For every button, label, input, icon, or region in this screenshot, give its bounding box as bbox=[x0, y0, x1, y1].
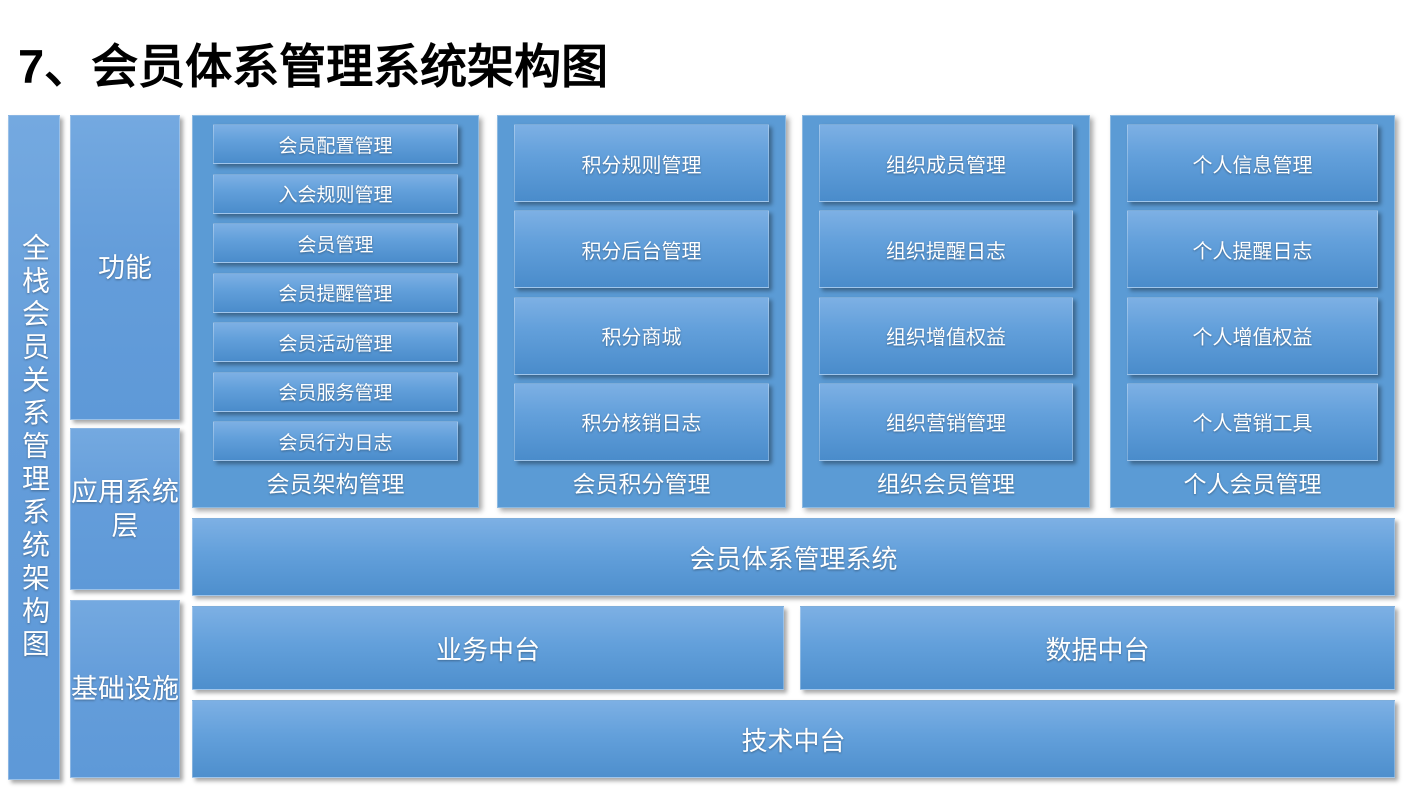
layer-label-infrastructure: 基础设施 bbox=[70, 600, 180, 778]
group-item-list: 组织成员管理 组织提醒日志 组织增值权益 组织营销管理 bbox=[803, 124, 1089, 461]
group-item[interactable]: 个人营销工具 bbox=[1127, 382, 1378, 461]
page-title: 7、会员体系管理系统架构图 bbox=[18, 40, 609, 94]
layer-label-function: 功能 bbox=[70, 115, 180, 420]
group-item[interactable]: 会员提醒管理 bbox=[213, 272, 458, 313]
group-item[interactable]: 积分商城 bbox=[514, 296, 769, 375]
group-item[interactable]: 入会规则管理 bbox=[213, 173, 458, 214]
group-panel-title: 会员架构管理 bbox=[266, 471, 405, 497]
group-item[interactable]: 积分后台管理 bbox=[514, 210, 769, 289]
group-panel-title: 个人会员管理 bbox=[1183, 471, 1322, 497]
group-panel-title: 会员积分管理 bbox=[572, 471, 711, 497]
group-item[interactable]: 组织提醒日志 bbox=[819, 210, 1073, 289]
group-item[interactable]: 会员行为日志 bbox=[213, 421, 458, 461]
group-panel-individual-member: 个人信息管理 个人提醒日志 个人增值权益 个人营销工具 个人会员管理 bbox=[1110, 115, 1395, 508]
architecture-diagram: 全栈会员关系管理系统架构图 功能 应用系统层 基础设施 会员配置管理 入会规则管… bbox=[0, 100, 1411, 789]
group-item[interactable]: 会员配置管理 bbox=[213, 124, 458, 164]
group-item[interactable]: 积分规则管理 bbox=[514, 124, 769, 202]
group-item[interactable]: 个人增值权益 bbox=[1127, 296, 1378, 375]
group-item[interactable]: 个人提醒日志 bbox=[1127, 210, 1378, 289]
group-item-list: 积分规则管理 积分后台管理 积分商城 积分核销日志 bbox=[498, 124, 785, 461]
group-item[interactable]: 会员管理 bbox=[213, 223, 458, 263]
platform-bar-member-system[interactable]: 会员体系管理系统 bbox=[192, 518, 1395, 596]
platform-bar-data-middle-platform[interactable]: 数据中台 bbox=[800, 606, 1395, 690]
group-item[interactable]: 组织增值权益 bbox=[819, 296, 1073, 375]
platform-bar-business-middle-platform[interactable]: 业务中台 bbox=[192, 606, 784, 690]
layer-label-application-system: 应用系统层 bbox=[70, 428, 180, 590]
group-item[interactable]: 个人信息管理 bbox=[1127, 124, 1378, 202]
group-item[interactable]: 组织成员管理 bbox=[819, 124, 1073, 202]
group-panel-member-points: 积分规则管理 积分后台管理 积分商城 积分核销日志 会员积分管理 bbox=[497, 115, 786, 508]
group-item[interactable]: 会员活动管理 bbox=[213, 322, 458, 362]
group-item-list: 个人信息管理 个人提醒日志 个人增值权益 个人营销工具 bbox=[1111, 124, 1394, 461]
group-panel-member-architecture: 会员配置管理 入会规则管理 会员管理 会员提醒管理 会员活动管理 会员服务管理 … bbox=[192, 115, 479, 508]
group-panel-title: 组织会员管理 bbox=[877, 471, 1015, 497]
group-item[interactable]: 积分核销日志 bbox=[514, 382, 769, 461]
group-item[interactable]: 组织营销管理 bbox=[819, 382, 1073, 461]
diagram-side-title: 全栈会员关系管理系统架构图 bbox=[8, 115, 60, 780]
group-panel-organization-member: 组织成员管理 组织提醒日志 组织增值权益 组织营销管理 组织会员管理 bbox=[802, 115, 1090, 508]
group-item-list: 会员配置管理 入会规则管理 会员管理 会员提醒管理 会员活动管理 会员服务管理 … bbox=[193, 124, 478, 461]
platform-bar-tech-middle-platform[interactable]: 技术中台 bbox=[192, 700, 1395, 778]
group-item[interactable]: 会员服务管理 bbox=[213, 371, 458, 412]
